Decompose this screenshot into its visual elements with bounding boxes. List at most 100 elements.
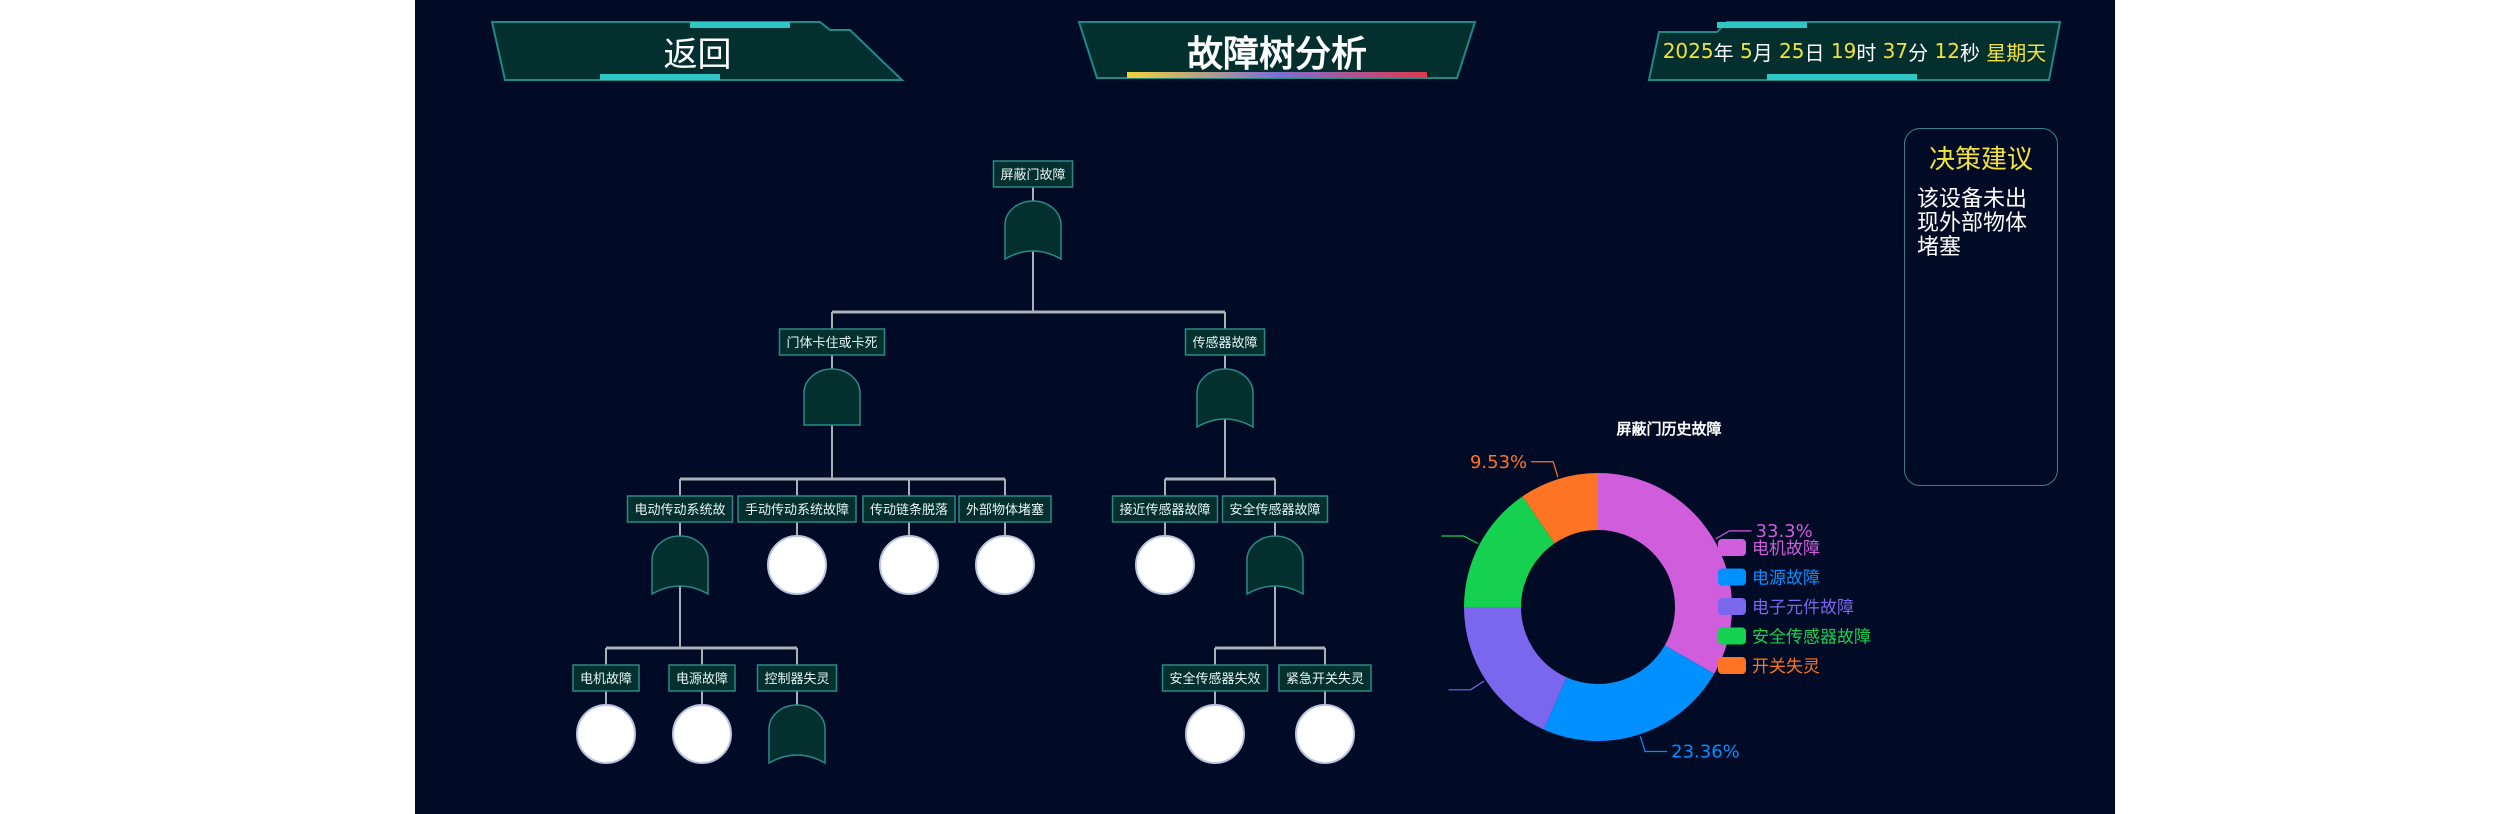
legend-item: 开关失灵 bbox=[1718, 657, 1820, 677]
event-label: 外部物体堵塞 bbox=[966, 502, 1044, 518]
legend-label: 安全传感器故障 bbox=[1752, 628, 1871, 648]
minute-unit: 分 bbox=[1908, 40, 1929, 65]
or-gate-icon bbox=[1246, 535, 1304, 596]
event-box bbox=[992, 160, 1074, 188]
legend-label: 电源故障 bbox=[1752, 569, 1820, 589]
weekday: 星期天 bbox=[1986, 40, 2047, 65]
hour-unit: 时 bbox=[1856, 40, 1877, 65]
event-node: 传动链条脱落 bbox=[862, 495, 956, 523]
legend-swatch bbox=[1718, 568, 1746, 586]
header-frame bbox=[490, 21, 905, 81]
event-box bbox=[1161, 664, 1269, 692]
page-title: 故障树分析 bbox=[1077, 20, 1477, 82]
title-text: 故障树分析 bbox=[1186, 34, 1367, 75]
donut-slice bbox=[1522, 473, 1598, 544]
event-label: 控制器失灵 bbox=[764, 672, 829, 687]
chart-title: 屏蔽门历史故障 bbox=[1616, 420, 1721, 438]
basic-event-circle bbox=[1185, 704, 1245, 764]
event-label: 电动传动系统故 bbox=[634, 503, 725, 518]
back-button[interactable]: 返回 bbox=[490, 20, 905, 82]
donut-slice bbox=[1543, 645, 1715, 741]
event-label: 手动传动系统故障 bbox=[745, 503, 849, 518]
event-box bbox=[572, 664, 640, 692]
legend-item: 电源故障 bbox=[1718, 568, 1820, 589]
event-box bbox=[1221, 495, 1329, 523]
legend-swatch bbox=[1718, 598, 1746, 615]
year: 2025 bbox=[1662, 39, 1714, 63]
event-node: 传感器故障 bbox=[1184, 328, 1266, 356]
label-leader-line bbox=[1639, 736, 1668, 753]
event-node: 接近传感器故障 bbox=[1111, 495, 1219, 523]
basic-event-circle bbox=[975, 535, 1035, 595]
legend-label: 开关失灵 bbox=[1752, 657, 1820, 677]
event-label: 传动链条脱落 bbox=[870, 502, 948, 518]
basic-event-circle bbox=[1295, 704, 1355, 764]
event-node: 屏蔽门故障 bbox=[992, 160, 1074, 188]
event-label: 安全传感器故障 bbox=[1229, 502, 1320, 518]
event-box bbox=[958, 495, 1052, 523]
second: 12 bbox=[1934, 39, 1960, 63]
advice-text: 该设备未出现外部物体堵塞 bbox=[1917, 187, 2028, 260]
year-unit: 年 bbox=[1713, 40, 1734, 65]
event-box bbox=[1184, 328, 1266, 356]
header-frame bbox=[1647, 21, 2062, 81]
event-box bbox=[668, 664, 736, 692]
event-box bbox=[626, 495, 734, 523]
header-frame bbox=[1077, 21, 1477, 79]
slice-value-label: 9.53% bbox=[1470, 452, 1527, 473]
month: 5 bbox=[1739, 39, 1753, 63]
event-box bbox=[1278, 664, 1372, 692]
donut-slice bbox=[1464, 607, 1567, 730]
event-node: 电动传动系统故 bbox=[626, 495, 734, 523]
second-unit: 秒 bbox=[1959, 40, 1980, 65]
back-label: 返回 bbox=[663, 34, 732, 75]
legend-item: 安全传感器故障 bbox=[1718, 627, 1871, 648]
event-node: 手动传动系统故障 bbox=[737, 495, 857, 523]
label-leader-line bbox=[1531, 461, 1559, 478]
event-box bbox=[756, 664, 838, 692]
event-box bbox=[1111, 495, 1219, 523]
event-node: 安全传感器故障 bbox=[1221, 495, 1329, 523]
slice-value-label: 23.36% bbox=[1671, 742, 1740, 763]
advice-title: 决策建议 bbox=[1928, 145, 2033, 175]
or-gate-icon bbox=[651, 535, 709, 596]
legend-swatch bbox=[1718, 657, 1746, 674]
event-node: 控制器失灵 bbox=[756, 664, 838, 692]
label-leader-line bbox=[1715, 530, 1752, 540]
event-box bbox=[862, 495, 956, 523]
history-fault-donut-chart: 屏蔽门历史故障 33.3% 23.36% 9.53% 电机故障电源故障电子元件故障安全传… bbox=[1441, 420, 1871, 763]
event-node: 外部物体堵塞 bbox=[958, 495, 1052, 523]
event-label: 电源故障 bbox=[676, 672, 728, 687]
event-box bbox=[778, 328, 886, 356]
advice-panel: 决策建议 该设备未出现外部物体堵塞 bbox=[1904, 128, 2058, 486]
legend-item: 电子元件故障 bbox=[1718, 598, 1854, 618]
minute: 37 bbox=[1882, 39, 1909, 63]
slice-value-label: 33.3% bbox=[1756, 521, 1813, 542]
day: 25 bbox=[1779, 39, 1805, 63]
event-label: 电机故障 bbox=[580, 672, 632, 687]
event-label: 传感器故障 bbox=[1192, 335, 1257, 351]
event-node: 电源故障 bbox=[668, 664, 736, 692]
donut-slice bbox=[1464, 496, 1555, 607]
or-gate-icon bbox=[1196, 368, 1254, 429]
basic-event-circle bbox=[672, 704, 732, 764]
gates-and-events bbox=[576, 200, 1355, 765]
basic-event-circle bbox=[1135, 535, 1195, 595]
label-leader-line bbox=[1448, 680, 1485, 691]
day-unit: 日 bbox=[1804, 40, 1825, 65]
basic-event-circle bbox=[576, 704, 636, 764]
label-leader-line bbox=[1441, 535, 1479, 545]
or-gate-icon bbox=[768, 704, 826, 765]
event-label: 紧急开关失灵 bbox=[1286, 672, 1364, 687]
event-node: 安全传感器失效 bbox=[1161, 664, 1269, 692]
event-node: 门体卡住或卡死 bbox=[778, 328, 886, 356]
or-gate-icon bbox=[1004, 200, 1062, 261]
legend-item: 电机故障 bbox=[1718, 539, 1820, 559]
legend-swatch bbox=[1718, 539, 1746, 556]
basic-event-circle bbox=[879, 535, 939, 595]
